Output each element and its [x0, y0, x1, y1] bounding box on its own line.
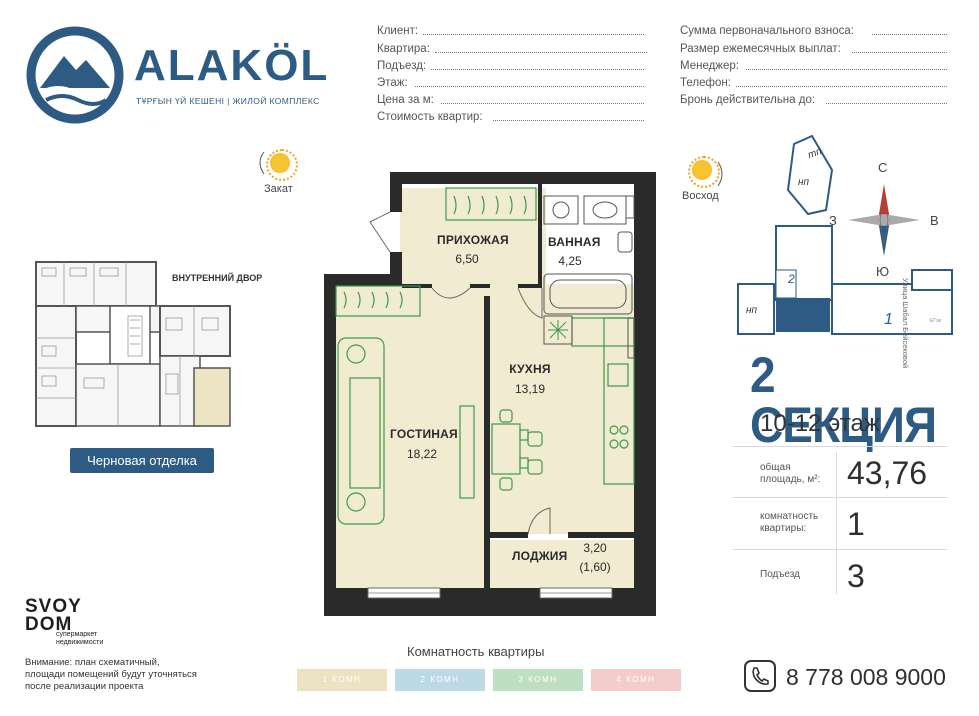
sunset-sun-icon — [266, 149, 298, 181]
divider — [732, 497, 948, 498]
room-area-kitchen: 13,19 — [514, 382, 546, 396]
room-area-living: 18,22 — [406, 447, 438, 461]
phone-icon — [744, 660, 776, 692]
site-section-2-label: 2 — [788, 272, 795, 286]
rooms-label-1: комнатность — [760, 511, 819, 522]
form-line-floor: Этаж: — [377, 76, 644, 90]
site-np-left-label: нп — [746, 305, 758, 316]
partner-subtitle: супермаркет недвижимости — [56, 631, 104, 646]
room-name-loggia: ЛОДЖИЯ — [512, 549, 568, 563]
room-name-hallway: ПРИХОЖАЯ — [437, 233, 509, 247]
room-area-hallway: 6,50 — [455, 252, 479, 266]
form-line-client: Клиент: — [377, 24, 644, 38]
sunrise-arrow-icon — [717, 161, 723, 187]
chip-4-room[interactable]: 4 КОМН — [591, 669, 681, 691]
form-line-reservation: Бронь действительна до: — [680, 93, 947, 107]
entrance-value: 3 — [847, 558, 865, 594]
room-name-living: ГОСТИНАЯ — [390, 427, 458, 441]
sunset-arrow-icon — [259, 151, 265, 175]
form-line-total-price: Стоимость квартир: — [377, 110, 644, 124]
room-area-bathroom: 4,25 — [558, 254, 582, 268]
plan-disclaimer: Внимание: план схематичный, площади поме… — [25, 657, 197, 692]
contact-phone[interactable]: 8 778 008 9000 — [786, 664, 946, 690]
rooms-value: 1 — [847, 506, 865, 542]
form-line-price-per-m: Цена за м: — [377, 93, 644, 107]
entrance-label: Подъезд — [760, 569, 800, 580]
floor-key-plan-drawing — [35, 261, 231, 427]
sunset-label: Закат — [264, 183, 293, 195]
rough-finish-button[interactable]: Черновая отделка — [70, 448, 214, 473]
chip-1-room[interactable]: 1 КОМН — [297, 669, 387, 691]
room-area-loggia: 3,20 — [583, 541, 607, 555]
compass-north-label: С — [878, 160, 888, 175]
mountain-logo-icon — [26, 26, 124, 124]
form-line-phone: Телефон: — [680, 76, 947, 90]
total-area-label-2: площадь, м²: — [760, 474, 821, 485]
logo-wordmark: ALAKÖL — [134, 41, 330, 90]
divider — [732, 549, 948, 550]
compass-south-label: Ю — [876, 264, 890, 279]
courtyard-label: ВНУТРЕННИЙ ДВОР — [172, 273, 263, 283]
compass-east-label: В — [930, 213, 939, 228]
site-section-1-label: 1 — [884, 311, 893, 328]
section-title: 2 СЕКЦИЯ — [750, 347, 937, 453]
site-tag-label: ЕГэк — [930, 318, 941, 324]
room-name-bathroom: ВАННАЯ — [548, 235, 601, 249]
form-line-monthly: Размер ежемесячных выплат: — [680, 42, 947, 56]
partner-name: SVOY DOM — [25, 596, 82, 635]
room-name-kitchen: КУХНЯ — [509, 362, 551, 376]
apartment-plan-drawing — [324, 172, 656, 616]
form-line-down-payment: Сумма первоначального взноса: — [680, 24, 947, 38]
sunrise-sun-icon — [688, 156, 720, 188]
site-np-top-label: нп — [798, 177, 810, 188]
chip-2-room[interactable]: 2 КОМН — [395, 669, 485, 691]
chip-3-room[interactable]: 3 КОМН — [493, 669, 583, 691]
room-area-loggia-reduced: (1,60) — [579, 560, 611, 574]
form-line-manager: Менеджер: — [680, 59, 947, 73]
compass-icon — [848, 184, 920, 256]
site-plan-drawing — [737, 134, 953, 335]
form-line-apartment: Квартира: — [377, 42, 647, 56]
sunrise-label: Восход — [682, 190, 719, 202]
total-area-label-1: общая — [760, 462, 791, 473]
form-line-entrance: Подъезд: — [377, 59, 644, 73]
logo-subtitle: ТҰРҒЫН ҮЙ КЕШЕНІ | ЖИЛОЙ КОМПЛЕКС — [136, 96, 320, 106]
rooms-label-2: квартиры: — [760, 523, 807, 534]
divider — [732, 446, 948, 447]
floor-range: 10-12 этаж — [760, 410, 880, 437]
total-area-value: 43,76 — [847, 455, 928, 491]
room-count-title: Комнатность квартиры — [407, 644, 545, 659]
vertical-divider — [836, 452, 837, 594]
compass-west-label: З — [829, 213, 837, 228]
